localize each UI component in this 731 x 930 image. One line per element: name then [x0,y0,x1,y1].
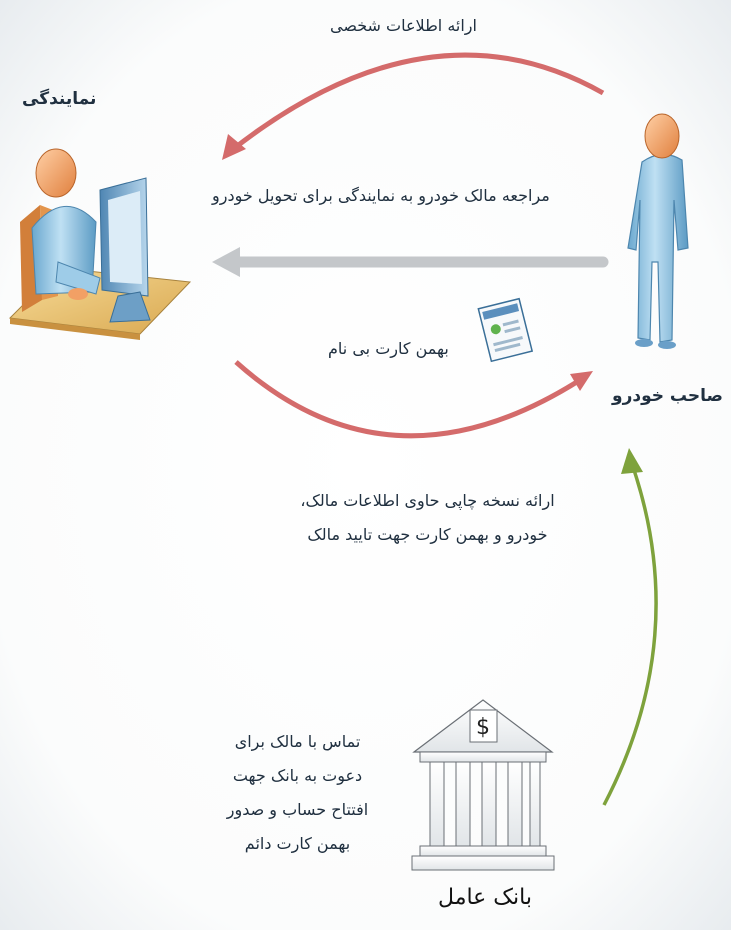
label-printed-copy: ارائه نسخه چاپی حاوی اطلاعات مالک، خودرو… [255,484,600,552]
arrow-personal-info [222,52,605,160]
arrow-anonymous-card [234,360,593,439]
label-agent-bank: بانک عامل [438,885,532,910]
bank-contact-line-3: افتتاح حساب و صدور [226,800,369,819]
arrow-bank-contact [602,448,658,806]
printed-copy-line-1: ارائه نسخه چاپی حاوی اطلاعات مالک، [300,491,555,510]
arrow-owner-visit [212,247,609,277]
bank-card-icon [477,297,534,363]
label-bank-contact: تماس با مالک برای دعوت به بانک جهت افتتا… [200,725,395,861]
car-owner-person-icon [627,113,689,349]
printed-copy-line-2: خودرو و بهمن کارت جهت تایید مالک [307,525,548,544]
label-owner-visit: مراجعه مالک خودرو به نمایندگی برای تحویل… [212,186,550,205]
label-personal-info: ارائه اطلاعات شخصی [330,16,477,35]
dealership-person-icon [8,148,192,340]
label-car-owner: صاحب خودرو [612,386,723,406]
dollar-sign-icon: $ [476,715,490,740]
label-anonymous-card: بهمن کارت بی نام [328,339,449,358]
bank-building-icon: $ [411,699,555,871]
bank-contact-line-4: بهمن کارت دائم [244,834,351,853]
label-dealership: نمایندگی [22,89,97,109]
bank-contact-line-1: تماس با مالک برای [234,732,361,751]
bank-contact-line-2: دعوت به بانک جهت [232,766,363,785]
